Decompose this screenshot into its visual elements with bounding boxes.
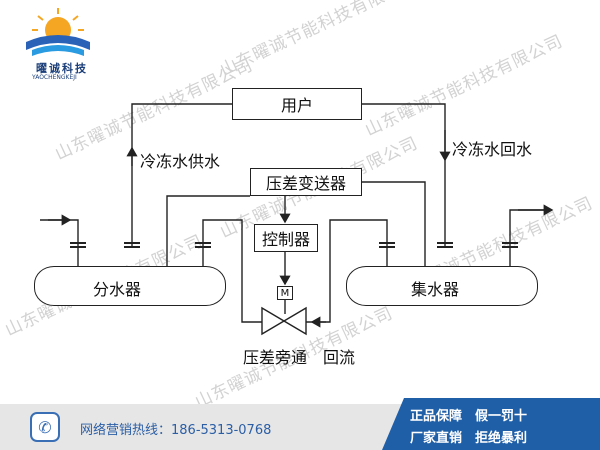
motor-actuator: M xyxy=(277,286,293,300)
collector-label: 集水器 xyxy=(411,280,460,299)
bypass-in xyxy=(202,219,262,323)
valve-body xyxy=(261,306,307,336)
outlet-pipe xyxy=(509,209,548,266)
distributor-tank: 分水器 xyxy=(34,266,226,306)
tap-right xyxy=(362,181,426,266)
hotline-text: 网络营销热线：186-5313-0768 xyxy=(80,423,272,438)
transmitter-box: 压差变送器 xyxy=(250,168,362,196)
phone-icon: ✆ xyxy=(30,412,60,442)
controller-box: 控制器 xyxy=(254,224,318,252)
logo-cn: 曜诚科技 xyxy=(36,62,88,75)
footer-banner: ✆ 网络营销热线：186-5313-0768 正品保障 假一罚十 厂家直销 拒绝… xyxy=(0,398,600,450)
supply-pipe xyxy=(131,103,232,246)
guarantee-line-1: 正品保障 假一罚十 xyxy=(410,409,528,424)
distributor-label: 分水器 xyxy=(93,280,142,299)
collector-tank: 集水器 xyxy=(346,266,538,306)
return-label: 冷冻水回水 xyxy=(452,140,533,159)
guarantee-badge xyxy=(382,398,600,450)
return-pipe xyxy=(362,103,446,246)
tap-left xyxy=(166,195,250,266)
supply-label: 冷冻水供水 xyxy=(140,152,221,171)
sunrise-logo-icon xyxy=(26,8,90,56)
company-logo: 曜诚科技 YAOCHENGKEJI xyxy=(18,6,98,82)
logo-en: YAOCHENGKEJI xyxy=(32,74,77,81)
user-box: 用户 xyxy=(232,88,362,120)
bypass-label: 压差旁通 回流 xyxy=(243,348,356,367)
guarantee-line-2: 厂家直销 拒绝暴利 xyxy=(410,431,528,446)
